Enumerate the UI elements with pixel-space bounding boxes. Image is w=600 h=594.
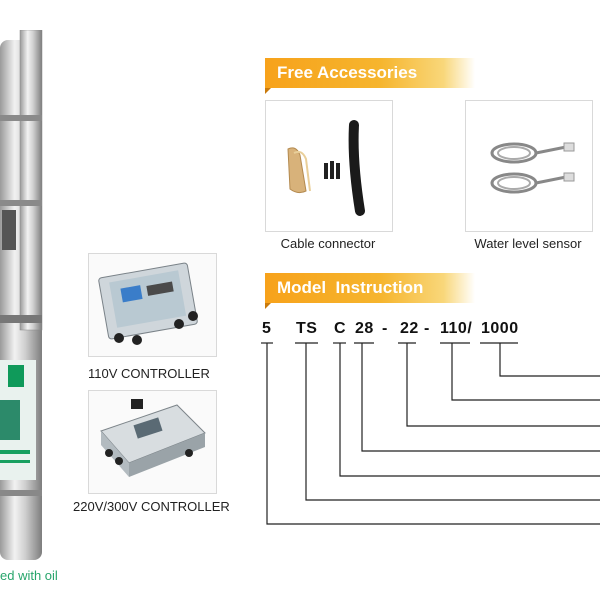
free-accessories-title: Free Accessories	[277, 63, 418, 82]
code-part-size: 5	[262, 320, 272, 337]
model-instruction-banner: Model Instruction	[265, 273, 475, 309]
code-part-head: 22	[400, 320, 419, 337]
cable-connector-image	[265, 100, 393, 232]
cable-connector-label: Cable connector	[280, 236, 376, 251]
code-part-dash-2: -	[424, 320, 430, 337]
controller-110v-label: 110V CONTROLLER	[88, 366, 210, 381]
code-part-power: 1000	[481, 320, 519, 337]
water-level-sensor-label: Water level sensor	[474, 236, 582, 251]
controller-220v-image	[88, 390, 217, 494]
controller-220v-label: 220V/300V CONTROLLER	[73, 499, 230, 514]
model-instruction-title: Model Instruction	[277, 278, 424, 297]
code-part-dash-1: -	[382, 320, 388, 337]
controller-110v-image	[88, 253, 217, 357]
pump-caption: ed with oil	[0, 568, 58, 583]
water-level-sensor-image	[465, 100, 593, 232]
free-accessories-banner: Free Accessories	[265, 58, 475, 94]
code-part-controller: C	[334, 320, 347, 337]
pump-image	[0, 29, 60, 565]
code-part-flow: 28	[355, 320, 374, 337]
code-part-type: TS	[296, 320, 318, 337]
code-part-voltage: 110/	[440, 320, 473, 337]
